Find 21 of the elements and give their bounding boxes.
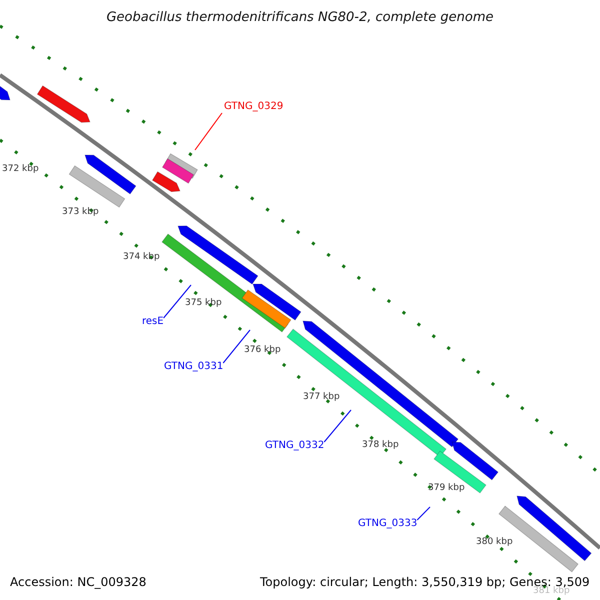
map-title: Geobacillus thermodenitrificans NG80-2, complete genome [105, 10, 494, 25]
tick-label: 378 kbp [362, 440, 399, 450]
leader-line [222, 330, 250, 364]
leader-line [416, 506, 430, 520]
leader-line [194, 112, 222, 150]
leader-line [324, 410, 352, 442]
accession-text: Accession: NC_009328 [10, 575, 146, 589]
leader-line [163, 284, 192, 318]
tick-label: 372 kbp [2, 164, 39, 174]
tick-label: 377 kbp [303, 392, 340, 402]
tick-label: 379 kbp [428, 483, 465, 493]
tick-label: 380 kbp [476, 537, 513, 547]
gene-label: resE [142, 316, 164, 327]
tick-label: 375 kbp [185, 298, 222, 308]
gene-label: GTNG_0331 [164, 361, 224, 372]
tick-label: 373 kbp [62, 207, 99, 217]
gene-label: GTNG_0329 [224, 101, 284, 112]
tick-label: 376 kbp [244, 345, 281, 355]
tick-label: 374 kbp [123, 252, 160, 262]
gene-label: GTNG_0333 [358, 518, 418, 529]
gene-label: GTNG_0332 [265, 440, 324, 451]
